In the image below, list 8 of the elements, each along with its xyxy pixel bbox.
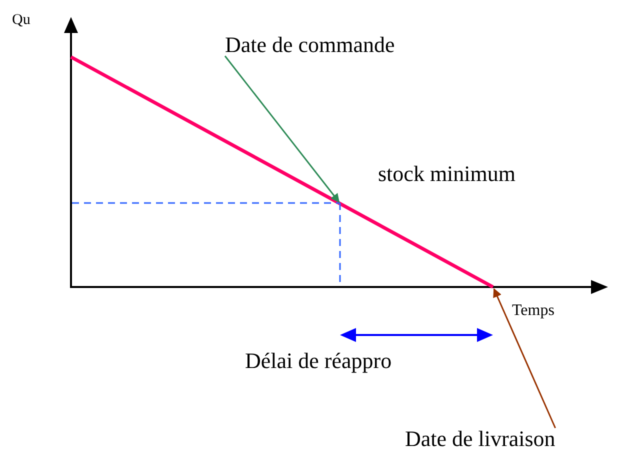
axis-label: Qu — [12, 13, 30, 28]
callout-text: Date de commande — [225, 34, 395, 56]
dimension-label: Délai de réappro — [245, 350, 392, 372]
leader-line — [224, 56, 340, 203]
annotation-text: stock minimum — [378, 163, 516, 185]
leader-line — [493, 288, 556, 428]
callout-text: Date de livraison — [405, 428, 556, 450]
axis-label: Temps — [512, 303, 554, 319]
